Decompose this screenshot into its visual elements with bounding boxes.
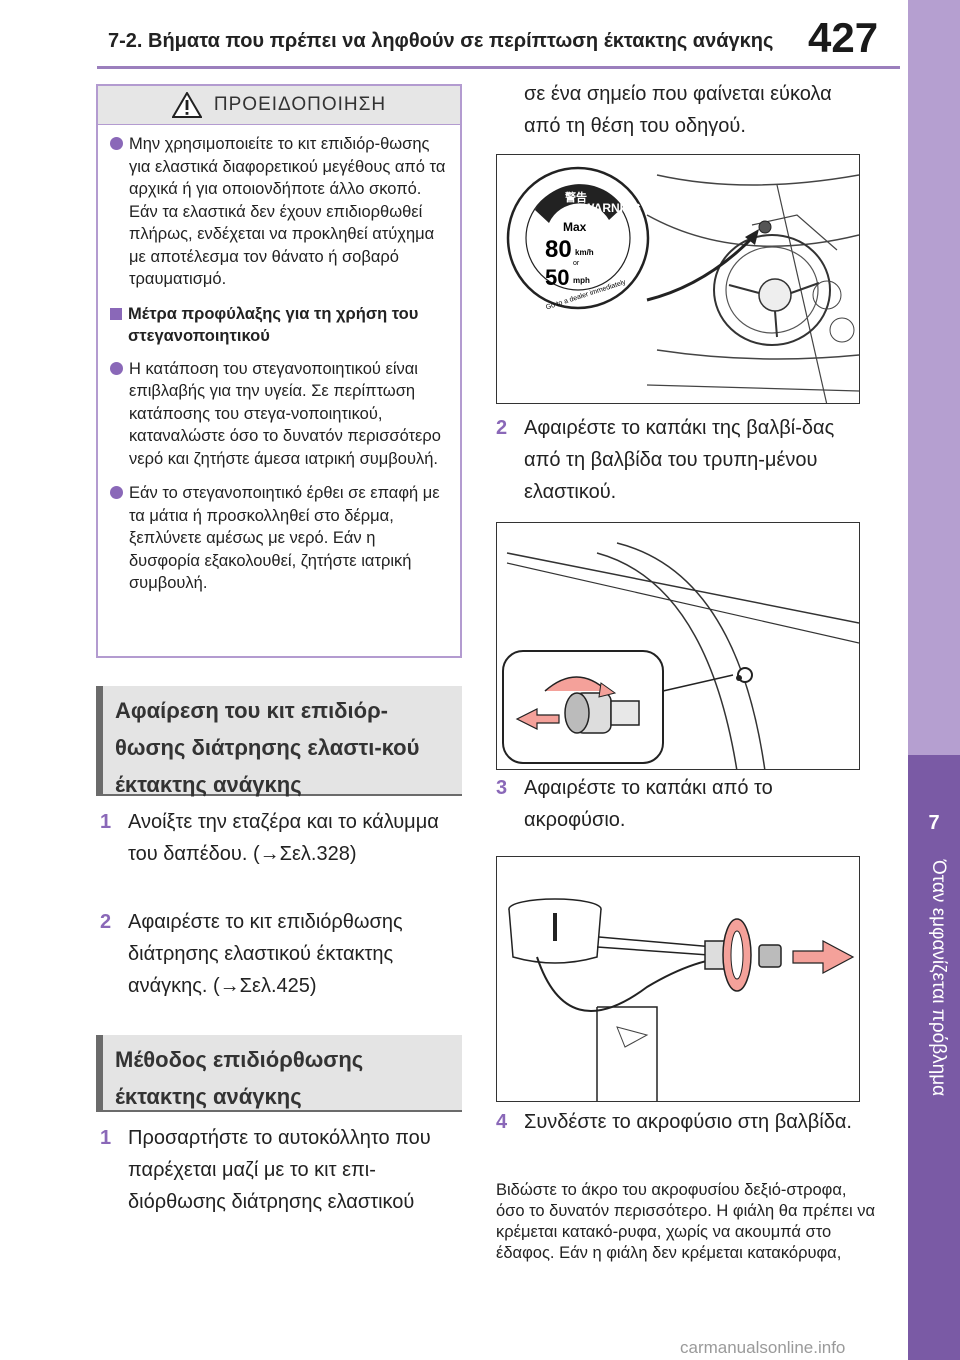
running-header: 7-2. Βήματα που πρέπει να ληφθούν σε περ… <box>108 30 774 52</box>
warning-header: ΠΡΟΕΙΔΟΠΟΙΗΣΗ <box>98 86 460 125</box>
sticker-unit-kmh: km/h <box>575 248 594 257</box>
warning-box: ΠΡΟΕΙΔΟΠΟΙΗΣΗ Μην χρησιμοποιείτε το κιτ … <box>96 84 462 658</box>
warning-triangle-icon <box>171 92 202 118</box>
sticker-warning-word: WARNING <box>583 201 641 215</box>
warning-subheading: Μέτρα προφύλαξης για τη χρήση του στεγαν… <box>110 303 450 348</box>
bullet-dot-icon <box>110 361 123 375</box>
step-item: 2 Αφαιρέστε το κιτ επιδιόρθωσης διάτρηση… <box>100 906 462 1002</box>
dashboard-illustration <box>646 174 859 403</box>
bullet-dot-icon <box>110 486 123 499</box>
sticker-speed-mph: 50 <box>545 265 569 290</box>
header-rule <box>97 66 900 69</box>
figure-nozzle-cap <box>496 856 860 1102</box>
step-text: Αφαιρέστε το καπάκι από το ακροφύσιο. <box>524 777 773 831</box>
warning-bullet: Μην χρησιμοποιείτε το κιτ επιδιόρ-θωσης … <box>110 133 450 291</box>
watermark: carmanualsonline.info <box>680 1338 846 1357</box>
valve-cap-illustration <box>502 542 859 769</box>
chapter-number: 7 <box>928 812 940 834</box>
warning-title: ΠΡΟΕΙΔΟΠΟΙΗΣΗ <box>213 94 387 115</box>
step-number: 1 <box>100 811 112 833</box>
step-continuation: σε ένα σημείο που φαίνεται εύκολα από τη… <box>524 78 864 142</box>
warning-bullet-text: Μην χρησιμοποιείτε το κιτ επιδιόρ-θωσης … <box>129 135 446 288</box>
step-item: 3 Αφαιρέστε το καπάκι από το ακροφύσιο. <box>496 772 866 836</box>
sticker-unit-mph: mph <box>573 276 590 285</box>
chapter-label: Όταν εμφανίζεται πρόβλημα <box>928 860 949 1097</box>
bullet-dot-icon <box>110 137 123 150</box>
step-item: 1 Προσαρτήστε το αυτοκόλλητο που παρέχετ… <box>100 1122 462 1218</box>
figure-valve-cap <box>496 522 860 770</box>
step-text: σε ένα σημείο που φαίνεται εύκολα από τη… <box>524 83 832 137</box>
sticker-max: Max <box>563 220 587 234</box>
step-number: 1 <box>100 1127 112 1149</box>
step-note: Βιδώστε το άκρο του ακροφυσίου δεξιό-στρ… <box>496 1181 876 1262</box>
step-text: Αφαιρέστε το κιτ επιδιόρθωσης διάτρησης … <box>128 911 403 997</box>
sticker-kanji: 警告 <box>564 190 587 204</box>
figure-sticker-placement: 警告 WARNING Max 80 km/h or 50 mph Go to a… <box>496 154 860 404</box>
warning-bullet: Η κατάποση του στεγανοποιητικού είναι επ… <box>110 358 450 471</box>
section-heading-removal: Αφαίρεση του κιτ επιδιόρ-θωσης διάτρησης… <box>96 686 462 797</box>
warning-bullet: Εάν το στεγανοποιητικό έρθει σε επαφή με… <box>110 482 450 595</box>
warning-bullet-text: Εάν το στεγανοποιητικό έρθει σε επαφή με… <box>129 484 440 592</box>
warning-bullet-text: Η κατάποση του στεγανοποιητικού είναι επ… <box>129 359 441 468</box>
nozzle-cap-illustration <box>508 898 855 1101</box>
step-text: Προσαρτήστε το αυτοκόλλητο που παρέχεται… <box>128 1127 431 1213</box>
step-text: Αφαιρέστε το καπάκι της βαλβί-δας από τη… <box>524 417 835 503</box>
warning-subheading-text: Μέτρα προφύλαξης για τη χρήση του στεγαν… <box>128 304 419 346</box>
page-number: 427 <box>808 14 879 61</box>
step-number: 2 <box>100 911 112 933</box>
step-item: 4 Συνδέστε το ακροφύσιο στη βαλβίδα. <box>496 1106 866 1138</box>
chapter-side-tab-upper <box>908 0 960 755</box>
step-text: Ανοίξτε την εταζέρα και το κάλυμμα του δ… <box>128 811 439 865</box>
step-item: 1 Ανοίξτε την εταζέρα και το κάλυμμα του… <box>100 806 450 870</box>
section-heading-method: Μέθοδος επιδιόρθωσης έκτακτης ανάγκης <box>96 1035 462 1112</box>
sticker-speed-kmh: 80 <box>545 236 572 263</box>
step-item: 2 Αφαιρέστε το καπάκι της βαλβί-δας από … <box>496 412 866 508</box>
step-text: Συνδέστε το ακροφύσιο στη βαλβίδα. <box>524 1111 852 1133</box>
step-number: 3 <box>496 777 508 799</box>
warning-sticker-icon: 警告 WARNING Max 80 km/h or 50 mph Go to a… <box>506 166 650 311</box>
sticker-or: or <box>573 260 580 267</box>
bullet-square-icon <box>110 307 122 320</box>
step-number: 2 <box>496 417 508 439</box>
step-number: 4 <box>496 1111 508 1133</box>
